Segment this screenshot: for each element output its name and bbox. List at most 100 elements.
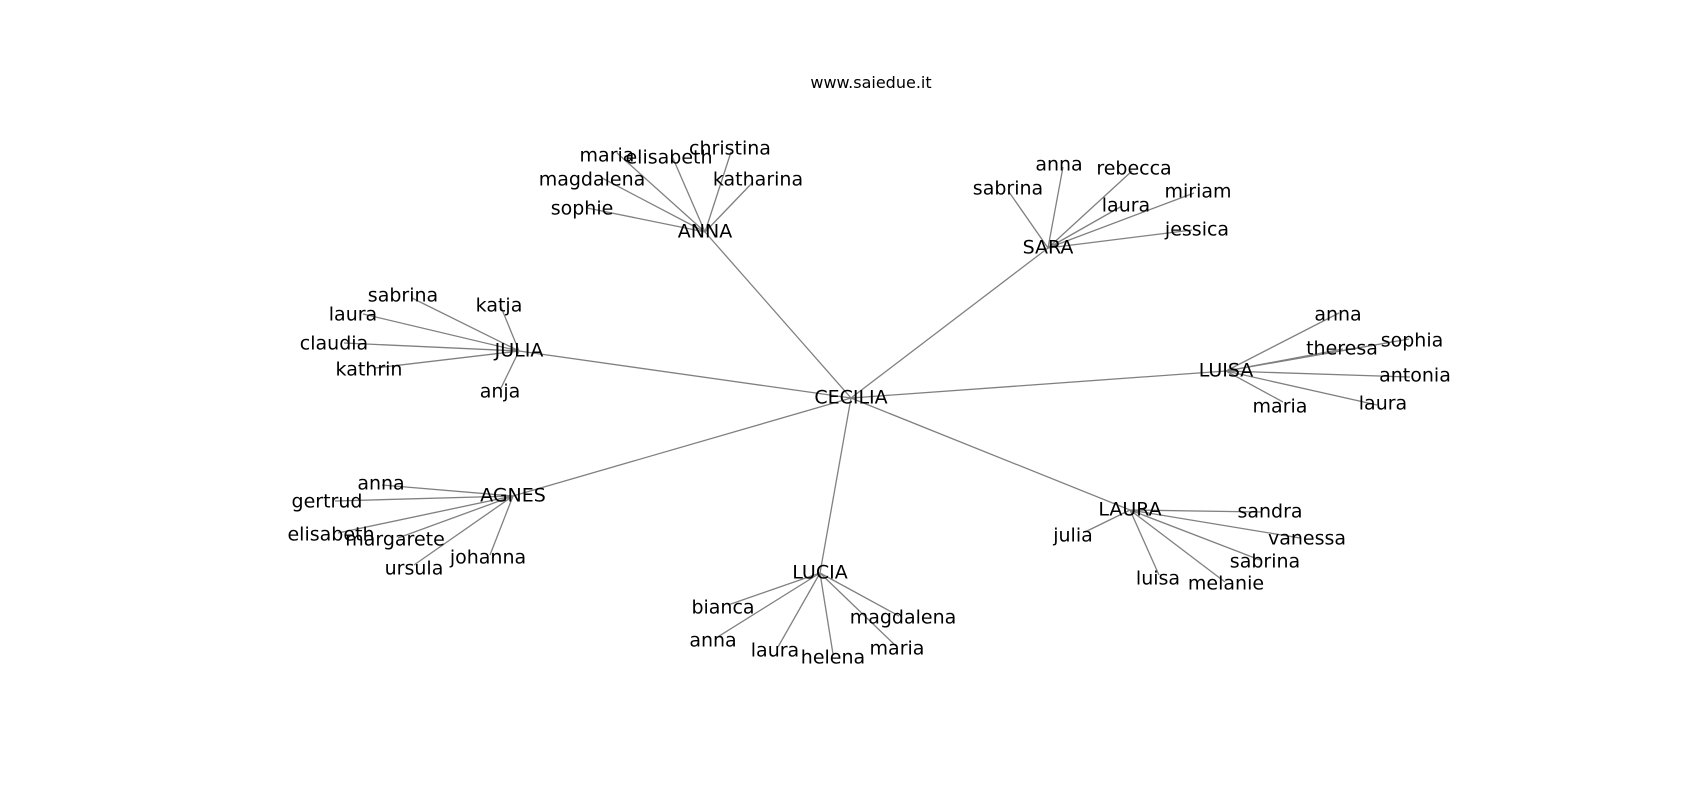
- leaf-node-label-julia-katja: katja: [476, 295, 523, 317]
- edge-agnes-anna: [381, 484, 514, 497]
- leaf-node-label-lucia-laura: laura: [751, 640, 799, 662]
- leaf-node-label-lucia-helena: helena: [801, 647, 865, 669]
- edge-luisa-antonia: [1225, 370, 1411, 378]
- leaf-node-label-agnes-anna: anna: [357, 473, 404, 495]
- edge-julia-kathrin: [374, 350, 520, 369]
- hub-node-label-luisa: LUISA: [1199, 360, 1254, 382]
- edge-sara-miriam: [1047, 192, 1195, 249]
- edge-anna-elisabeth: [671, 155, 706, 233]
- edge-anna-magdalena: [601, 177, 706, 233]
- leaf-node-label-agnes-gertrud: gertrud: [292, 491, 363, 513]
- leaf-node-label-julia-anja: anja: [480, 381, 521, 403]
- edge-luisa-theresa: [1225, 348, 1344, 372]
- leaf-node-label-luisa-antonia: antonia: [1379, 365, 1451, 387]
- leaf-node-label-lucia-magdalena: magdalena: [850, 607, 957, 629]
- leaf-node-label-sara-sabrina: sabrina: [973, 178, 1043, 200]
- hub-node-label-lucia: LUCIA: [792, 562, 847, 584]
- edge-center-laura: [850, 397, 1131, 511]
- edges-layer: [334, 151, 1411, 655]
- leaf-node-label-luisa-anna: anna: [1314, 304, 1361, 326]
- edge-julia-laura: [362, 313, 520, 352]
- leaf-node-label-luisa-laura: laura: [1359, 393, 1407, 415]
- edge-sara-sabrina: [1008, 191, 1049, 249]
- leaf-node-label-luisa-maria: maria: [1253, 396, 1308, 418]
- leaf-node-label-sara-anna: anna: [1035, 154, 1082, 176]
- edge-anna-katharina: [704, 181, 754, 233]
- edge-laura-sandra: [1129, 509, 1263, 513]
- leaf-node-label-anna-katharina: katharina: [713, 169, 803, 191]
- edge-center-sara: [850, 247, 1049, 399]
- edge-center-anna: [704, 231, 852, 399]
- edge-lucia-helena: [819, 572, 834, 655]
- hub-node-label-sara: SARA: [1023, 237, 1074, 259]
- edge-sara-laura: [1047, 205, 1123, 249]
- leaf-node-label-laura-vanessa: vanessa: [1268, 528, 1346, 550]
- edge-anna-sophie: [586, 207, 706, 233]
- center-node-label: CECILIA: [814, 387, 887, 409]
- edge-agnes-margarete: [397, 495, 514, 539]
- hub-node-label-laura: LAURA: [1098, 499, 1161, 521]
- edge-lucia-anna: [715, 572, 821, 639]
- leaf-node-label-agnes-ursula: ursula: [385, 558, 444, 580]
- edge-lucia-magdalena: [819, 572, 900, 617]
- hub-node-label-julia: JULIA: [494, 340, 544, 362]
- edge-laura-sabrina: [1129, 509, 1261, 561]
- edge-julia-sabrina: [411, 297, 520, 352]
- leaf-node-label-laura-sabrina: sabrina: [1230, 551, 1300, 573]
- leaf-node-label-sara-jessica: jessica: [1164, 219, 1229, 241]
- edge-center-agnes: [512, 397, 852, 497]
- leaf-node-label-lucia-bianca: bianca: [691, 597, 754, 619]
- edge-luisa-laura: [1225, 370, 1378, 406]
- diagram-title: www.saiedue.it: [810, 73, 931, 92]
- leaf-node-label-sara-laura: laura: [1102, 195, 1150, 217]
- edge-luisa-maria: [1225, 370, 1284, 403]
- edge-julia-anja: [500, 350, 520, 389]
- edge-laura-luisa: [1129, 509, 1160, 576]
- leaf-node-label-agnes-johanna: johanna: [449, 547, 526, 569]
- hub-node-label-agnes: AGNES: [480, 485, 546, 507]
- leaf-node-label-anna-christina: christina: [689, 138, 771, 160]
- edge-sara-jessica: [1047, 229, 1193, 249]
- leaf-node-label-anna-maria: maria: [580, 145, 635, 167]
- hub-node-label-anna: ANNA: [678, 221, 732, 243]
- edge-agnes-elisabeth: [337, 495, 514, 534]
- edge-lucia-maria: [819, 572, 898, 648]
- leaf-node-label-laura-julia: julia: [1052, 525, 1093, 547]
- leaf-node-label-lucia-maria: maria: [870, 638, 925, 660]
- edge-julia-katja: [500, 306, 520, 352]
- edge-anna-christina: [704, 151, 732, 233]
- leaf-node-label-julia-laura: laura: [329, 304, 377, 326]
- edge-center-lucia: [819, 397, 852, 574]
- edge-sara-anna: [1047, 166, 1064, 249]
- edge-center-luisa: [850, 370, 1227, 399]
- leaf-node-label-laura-sandra: sandra: [1237, 501, 1302, 523]
- leaf-node-label-agnes-margarete: margarete: [345, 529, 445, 551]
- leaf-node-label-luisa-sophia: sophia: [1381, 330, 1444, 352]
- leaf-node-label-julia-kathrin: kathrin: [336, 359, 403, 381]
- edge-julia-claudia: [343, 342, 520, 352]
- edge-lucia-bianca: [727, 572, 821, 606]
- edge-luisa-anna: [1225, 312, 1340, 372]
- edge-agnes-johanna: [489, 495, 514, 556]
- leaf-node-label-laura-luisa: luisa: [1136, 568, 1180, 590]
- edge-laura-vanessa: [1129, 509, 1301, 539]
- leaf-node-label-julia-sabrina: sabrina: [368, 285, 438, 307]
- edge-laura-julia: [1084, 509, 1131, 533]
- leaf-node-label-sara-rebecca: rebecca: [1096, 158, 1171, 180]
- leaf-node-label-julia-claudia: claudia: [300, 333, 368, 355]
- edge-agnes-ursula: [413, 495, 514, 566]
- edge-center-julia: [518, 350, 852, 399]
- leaf-node-label-luisa-theresa: theresa: [1306, 338, 1378, 360]
- leaf-node-label-anna-sophie: sophie: [551, 198, 614, 220]
- leaf-node-label-lucia-anna: anna: [689, 630, 736, 652]
- labels-layer: CECILIAANNAmariaelisabethchristinamagdal…: [287, 138, 1450, 669]
- edge-lucia-laura: [777, 572, 821, 648]
- leaf-node-label-laura-melanie: melanie: [1188, 573, 1264, 595]
- edge-anna-maria: [616, 152, 706, 233]
- leaf-node-label-agnes-elisabeth: elisabeth: [287, 524, 374, 546]
- leaf-node-label-anna-elisabeth: elisabeth: [625, 147, 712, 169]
- edge-sara-rebecca: [1047, 170, 1133, 249]
- leaf-node-label-anna-magdalena: magdalena: [539, 169, 646, 191]
- leaf-node-label-sara-miriam: miriam: [1164, 181, 1231, 203]
